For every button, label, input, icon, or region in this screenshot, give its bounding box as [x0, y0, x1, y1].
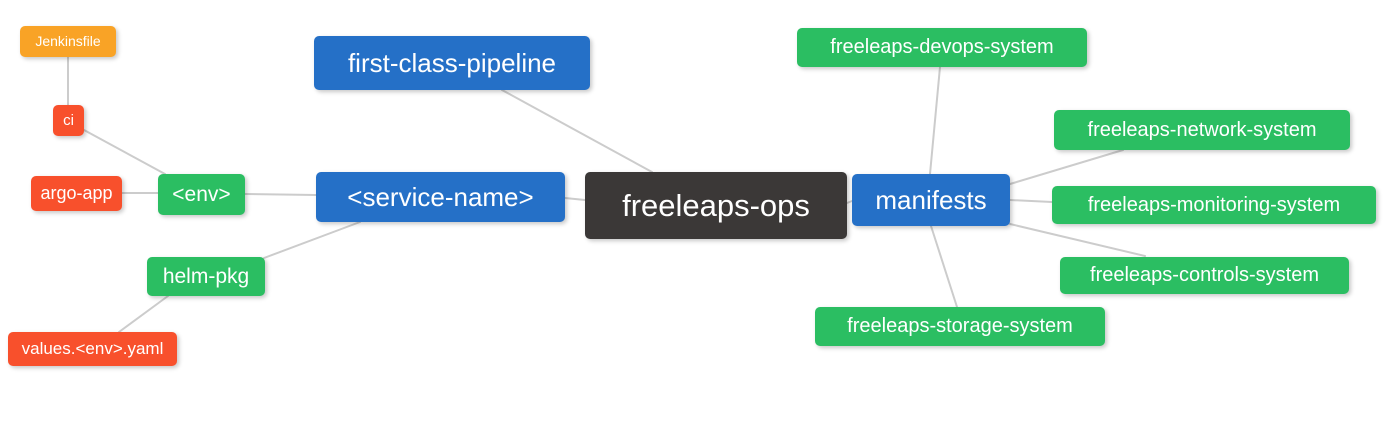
- edge-manifests--freeleaps-storage-system: [930, 225, 958, 308]
- node-label: values.<env>.yaml: [21, 339, 164, 358]
- node-first-class-pipeline[interactable]: first-class-pipeline: [314, 36, 590, 90]
- node-label: freeleaps-storage-system: [847, 315, 1073, 337]
- edge-manifests--freeleaps-devops-system: [929, 66, 941, 175]
- edge-env--service-name: [244, 193, 317, 196]
- node-helm-pkg[interactable]: helm-pkg: [147, 257, 265, 296]
- node-freeleaps-ops[interactable]: freeleaps-ops: [585, 172, 847, 239]
- node-label: freeleaps-ops: [622, 187, 810, 223]
- node-jenkinsfile[interactable]: Jenkinsfile: [20, 26, 116, 57]
- node-label: <env>: [172, 182, 231, 206]
- node-values-env-yaml[interactable]: values.<env>.yaml: [8, 332, 177, 366]
- node-label: freeleaps-monitoring-system: [1087, 193, 1341, 216]
- edge-first-class-pipeline--freeleaps-ops: [501, 89, 653, 173]
- node-manifests[interactable]: manifests: [852, 174, 1010, 226]
- edge-service-name--freeleaps-ops: [564, 197, 586, 201]
- node-label: <service-name>: [347, 181, 534, 212]
- edge-freeleaps-ops--manifests: [846, 200, 853, 204]
- node-label: helm-pkg: [162, 264, 250, 288]
- node-label: freeleaps-devops-system: [830, 36, 1054, 58]
- node-freeleaps-devops-system[interactable]: freeleaps-devops-system: [797, 28, 1087, 67]
- node-label: ci: [63, 111, 74, 129]
- node-freeleaps-monitoring-system[interactable]: freeleaps-monitoring-system: [1052, 186, 1376, 224]
- node-env[interactable]: <env>: [158, 174, 245, 215]
- node-label: manifests: [875, 184, 987, 215]
- node-label: freeleaps-network-system: [1087, 118, 1317, 141]
- node-freeleaps-storage-system[interactable]: freeleaps-storage-system: [815, 307, 1105, 346]
- node-freeleaps-controls-system[interactable]: freeleaps-controls-system: [1060, 257, 1349, 294]
- node-label: first-class-pipeline: [347, 47, 557, 78]
- node-service-name[interactable]: <service-name>: [316, 172, 565, 222]
- edge-manifests--freeleaps-network-system: [1009, 149, 1124, 185]
- edge-manifests--freeleaps-controls-system: [1009, 223, 1146, 257]
- node-ci[interactable]: ci: [53, 105, 84, 136]
- edge-manifests--freeleaps-monitoring-system: [1009, 199, 1053, 203]
- node-label: freeleaps-controls-system: [1090, 264, 1319, 286]
- edge-helm-pkg--values-env-yaml: [118, 295, 169, 333]
- node-freeleaps-network-system[interactable]: freeleaps-network-system: [1054, 110, 1350, 150]
- node-label: argo-app: [40, 183, 113, 203]
- node-argo-app[interactable]: argo-app: [31, 176, 122, 211]
- edge-ci--env: [83, 129, 166, 175]
- node-label: Jenkinsfile: [35, 33, 101, 49]
- edge-service-name--helm-pkg: [263, 221, 361, 259]
